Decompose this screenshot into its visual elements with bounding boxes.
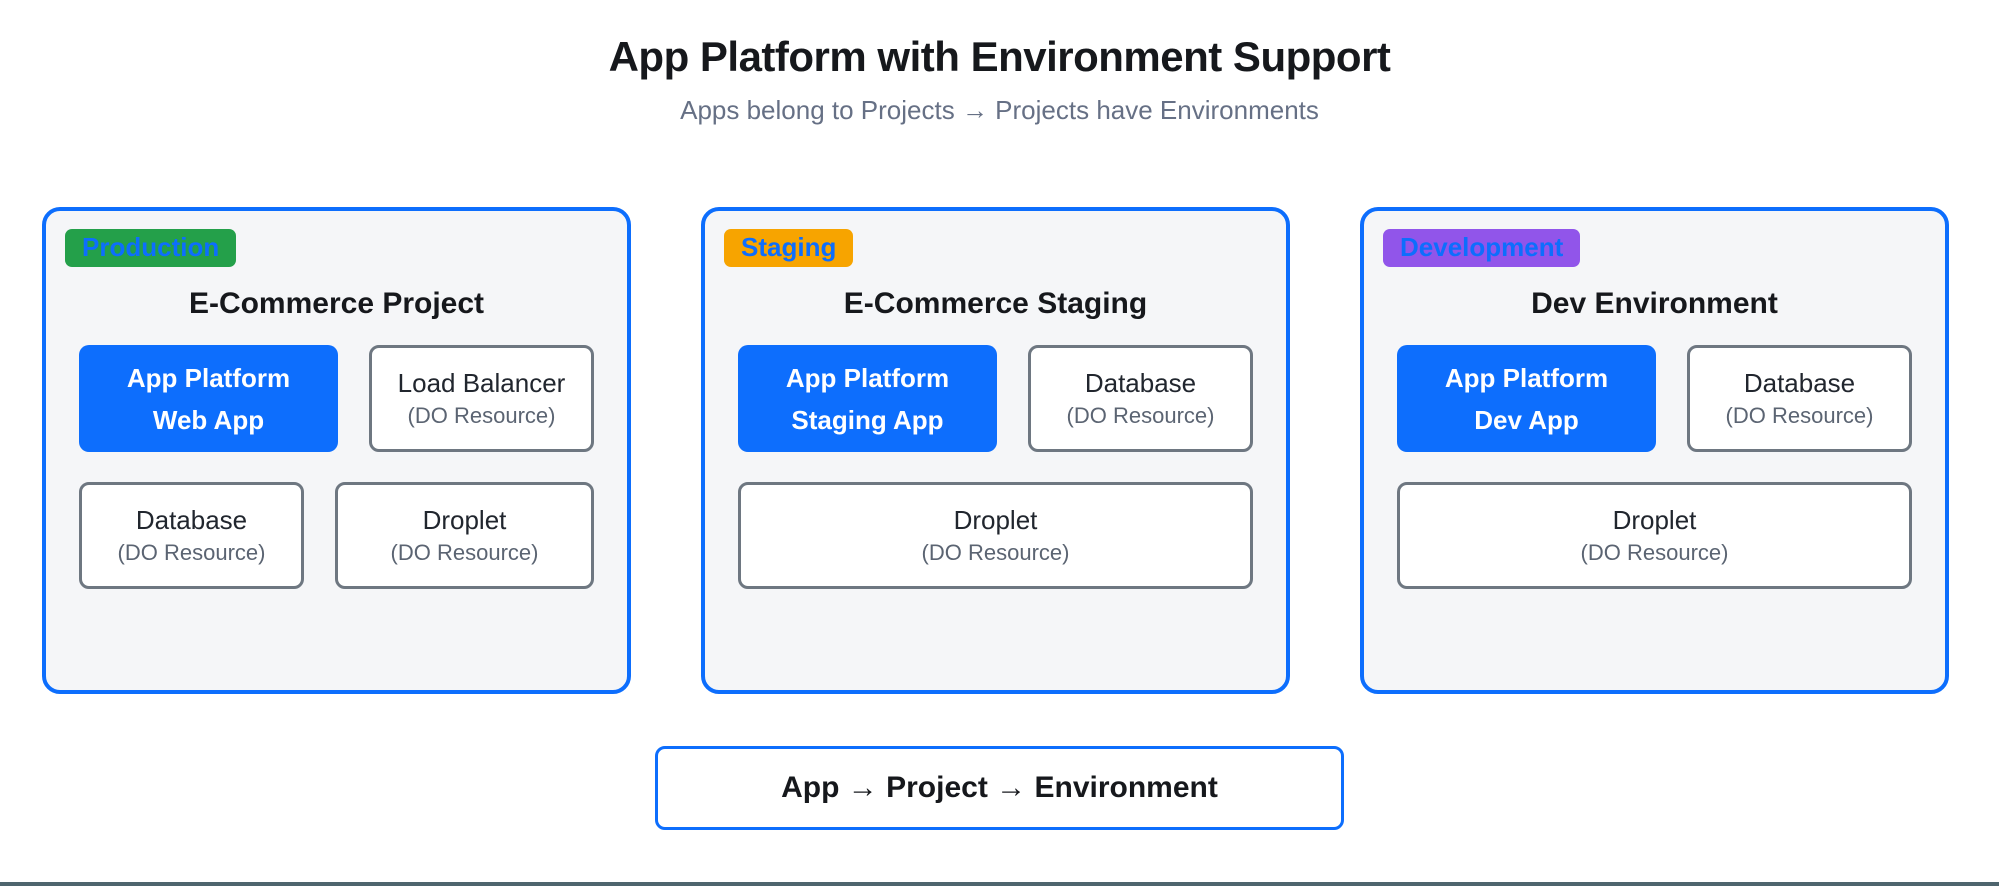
project-title-production: E-Commerce Project	[188, 287, 485, 320]
node-label: Database	[1743, 368, 1856, 398]
project-title-staging: E-Commerce Staging	[843, 287, 1148, 320]
node-row: App Platform Staging App Database (DO Re…	[738, 345, 1253, 452]
node-label: Database	[135, 505, 248, 535]
node-app-platform-dev-app: App Platform Dev App	[1397, 345, 1656, 452]
environment-badge-staging: Staging	[724, 229, 854, 267]
node-app-platform-web-app: App Platform Web App	[79, 345, 338, 452]
hierarchy-summary-text: App → Project → Environment	[781, 771, 1218, 804]
diagram-header: App Platform with Environment Support Ap…	[0, 0, 1999, 125]
node-label: Droplet	[953, 505, 1038, 535]
node-sublabel: (DO Resource)	[390, 540, 539, 565]
node-label: Droplet	[1612, 505, 1697, 535]
node-label: App Platform	[785, 362, 950, 393]
node-sublabel: Dev App	[1474, 404, 1579, 435]
node-sublabel: (DO Resource)	[1580, 540, 1729, 565]
node-row: Database (DO Resource) Droplet (DO Resou…	[79, 482, 594, 589]
node-sublabel: (DO Resource)	[117, 540, 266, 565]
node-row: App Platform Web App Load Balancer (DO R…	[79, 345, 594, 452]
node-load-balancer: Load Balancer (DO Resource)	[369, 345, 594, 452]
node-database-development: Database (DO Resource)	[1687, 345, 1912, 452]
project-card-staging: Staging E-Commerce Staging App Platform …	[701, 207, 1290, 694]
node-sublabel: (DO Resource)	[1725, 403, 1874, 428]
node-row: App Platform Dev App Database (DO Resour…	[1397, 345, 1912, 452]
page-title: App Platform with Environment Support	[608, 33, 1391, 80]
node-droplet-staging: Droplet (DO Resource)	[738, 482, 1253, 589]
node-label: Load Balancer	[397, 368, 566, 398]
node-sublabel: (DO Resource)	[921, 540, 1070, 565]
project-title-development: Dev Environment	[1531, 287, 1778, 320]
node-label: App Platform	[1444, 362, 1609, 393]
environment-badge-production: Production	[65, 229, 237, 267]
project-card-development: Development Dev Environment App Platform…	[1360, 207, 1949, 694]
projects-row: Production E-Commerce Project App Platfo…	[0, 207, 1999, 694]
node-droplet-production: Droplet (DO Resource)	[335, 482, 594, 589]
hierarchy-summary-box: App → Project → Environment	[655, 746, 1344, 830]
page-subtitle: Apps belong to Projects → Projects have …	[680, 95, 1319, 125]
node-sublabel: (DO Resource)	[1066, 403, 1215, 428]
node-sublabel: Web App	[152, 404, 265, 435]
node-row: Droplet (DO Resource)	[738, 482, 1253, 589]
node-sublabel: Staging App	[791, 404, 944, 435]
environment-badge-development: Development	[1383, 229, 1581, 267]
node-sublabel: (DO Resource)	[407, 403, 556, 428]
node-label: Droplet	[422, 505, 507, 535]
node-app-platform-staging-app: App Platform Staging App	[738, 345, 997, 452]
node-label: Database	[1084, 368, 1197, 398]
node-label: App Platform	[126, 362, 291, 393]
node-database-staging: Database (DO Resource)	[1028, 345, 1253, 452]
project-card-production: Production E-Commerce Project App Platfo…	[42, 207, 631, 694]
node-database-production: Database (DO Resource)	[79, 482, 304, 589]
bottom-divider	[0, 882, 1999, 886]
node-droplet-development: Droplet (DO Resource)	[1397, 482, 1912, 589]
node-row: Droplet (DO Resource)	[1397, 482, 1912, 589]
